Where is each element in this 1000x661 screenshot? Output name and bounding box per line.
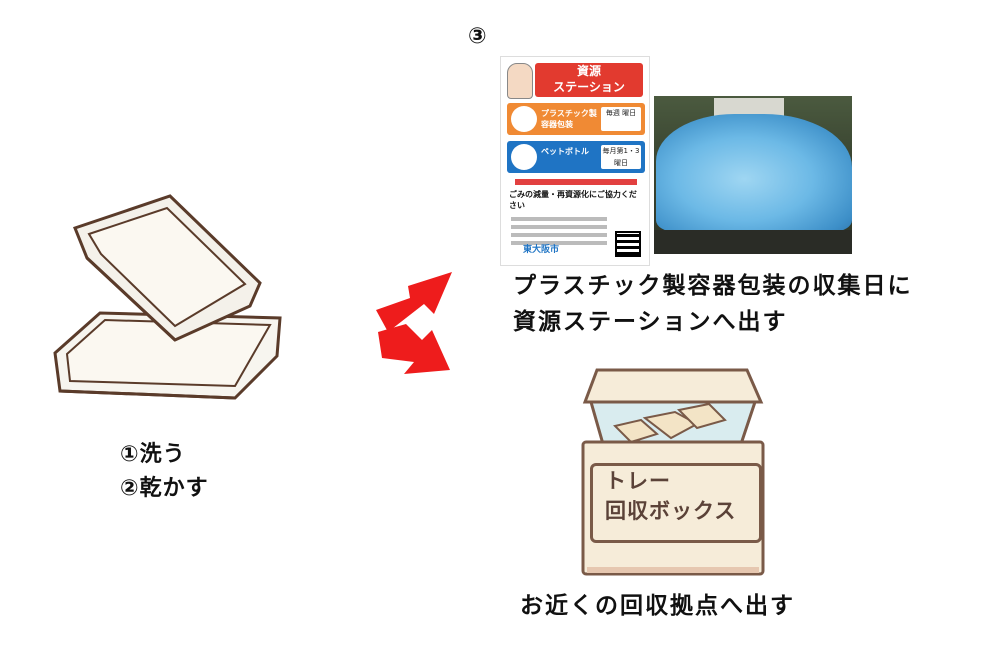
pet-mark-icon <box>511 144 537 170</box>
plastic-mark-icon <box>511 106 537 132</box>
collection-point-caption: お近くの回収拠点へ出す <box>520 593 795 619</box>
signboard-title-line2: ステーション <box>553 80 625 94</box>
option-marker: ③ <box>468 24 488 49</box>
signboard-plastic-day: 毎週 曜日 <box>601 107 641 131</box>
signboard-rules <box>511 213 607 249</box>
qr-code-icon <box>615 231 641 257</box>
step-wash-label: ①洗う <box>120 442 186 467</box>
signboard-pet-day: 毎月第1・3 曜日 <box>601 145 641 169</box>
station-caption-line2: 資源ステーションへ出す <box>513 309 788 335</box>
blue-tarp <box>656 114 852 232</box>
signboard-header: 資源 ステーション <box>535 63 643 97</box>
step-dry-label: ②乾かす <box>120 476 209 501</box>
signboard-pet-label: ペットボトル <box>541 147 589 156</box>
signboard-city: 東大阪市 <box>523 245 560 255</box>
tarp-photo <box>654 96 852 254</box>
collection-box-label: トレー 回収ボックス <box>590 463 762 543</box>
arrow-down-right-icon <box>378 324 450 374</box>
signboard-title-line1: 資源 <box>576 64 601 78</box>
signboard-pet-row: ペットボトル 毎月第1・3 曜日 <box>507 141 645 173</box>
tray-illustration <box>45 188 295 413</box>
collection-box-label-line1: トレー <box>605 469 671 493</box>
ground <box>654 230 852 254</box>
bin-lid <box>714 98 784 116</box>
arrow-up-right-icon <box>376 272 452 332</box>
signboard-plastic-row: プラスチック製 容器包装 毎週 曜日 <box>507 103 645 135</box>
signboard-plastic-label: プラスチック製 容器包装 <box>541 109 597 129</box>
signboard-notice: ごみの減量・再資源化にご協力ください <box>509 190 637 210</box>
station-caption-line1: プラスチック製容器包装の収集日に <box>513 273 913 299</box>
mascot-icon <box>507 63 533 99</box>
signboard-image: 資源 ステーション プラスチック製 容器包装 毎週 曜日 ペットボトル 毎月第1… <box>500 56 650 266</box>
signboard-red-line <box>515 179 637 185</box>
collection-box-label-line2: 回収ボックス <box>605 499 737 523</box>
